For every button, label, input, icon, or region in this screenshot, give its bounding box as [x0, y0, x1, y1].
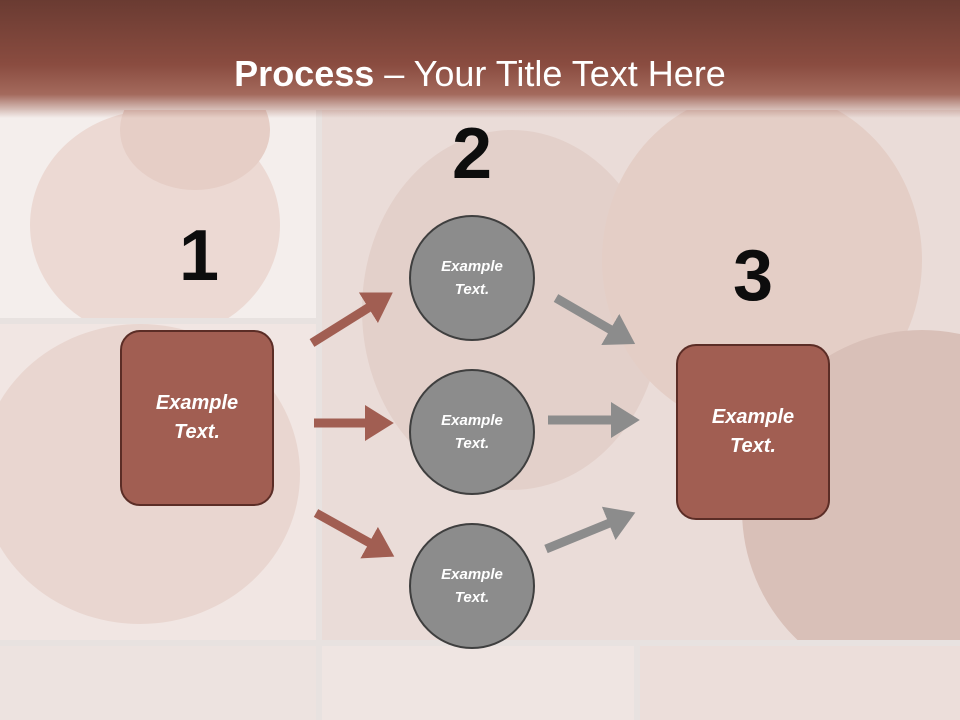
photo-panel-bottom-1: [0, 646, 316, 720]
step-number-2: 2: [451, 114, 493, 194]
step-1-label-line2: Text.: [174, 421, 220, 443]
arrow-circle-1-to-3: [553, 294, 636, 346]
arrow-1-to-circle-3: [313, 509, 395, 559]
divider-vertical: [316, 110, 322, 720]
title-bar: [0, 0, 960, 118]
circle-1-label-line1: Example: [441, 258, 503, 275]
step-number-3: 3: [732, 236, 774, 316]
step-1-label-line1: Example: [155, 392, 239, 414]
page-title: Process – Your Title Text Here: [0, 52, 960, 96]
circle-2-label-line2: Text.: [454, 435, 490, 452]
title-bold: Process: [234, 53, 375, 94]
circle-3-label-line2: Text.: [454, 589, 490, 606]
arrow-1-to-circle-1: [309, 292, 393, 347]
photo-panel-top-left: [0, 110, 316, 318]
circle-1-label-line2: Text.: [454, 281, 490, 298]
arrow-circle-3-to-3: [544, 506, 636, 554]
step-number-1: 1: [178, 216, 220, 296]
photo-panel-bottom-3: [640, 646, 960, 720]
step-3-label-line2: Text.: [730, 435, 776, 457]
step-3-label-line1: Example: [711, 406, 795, 428]
circle-2-label-line1: Example: [441, 412, 503, 429]
step-1-box: Example Text.: [120, 330, 274, 506]
divider-vertical-bottom: [634, 640, 640, 720]
divider-horizontal-left: [0, 318, 316, 324]
circle-2: Example Text.: [409, 369, 535, 495]
circle-3: Example Text.: [409, 523, 535, 649]
step-3-box: Example Text.: [676, 344, 830, 520]
circle-3-label-line1: Example: [441, 566, 503, 583]
title-rest: – Your Title Text Here: [374, 53, 726, 94]
photo-panel-bottom-2: [322, 646, 634, 720]
circle-1: Example Text.: [409, 215, 535, 341]
